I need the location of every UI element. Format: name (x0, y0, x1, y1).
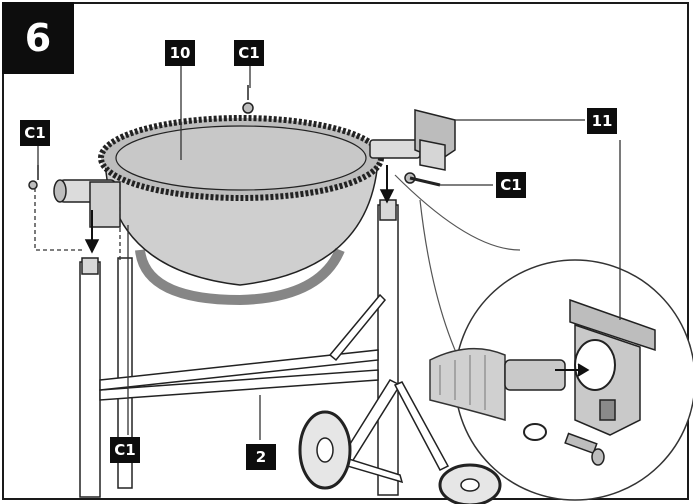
leader-lines (34, 65, 621, 440)
axle-detail (504, 359, 590, 391)
grill-bowl (98, 115, 384, 306)
washer-detail (523, 423, 547, 441)
grate (429, 347, 506, 421)
wheel-left (298, 410, 352, 490)
callout-c1-top: C1 (234, 40, 264, 66)
step-number: 6 (24, 16, 52, 60)
pivot-right (369, 109, 456, 171)
callout-c1-right: C1 (496, 172, 526, 198)
arrow-left (84, 210, 100, 254)
callout-part-11: 11 (587, 108, 617, 134)
bolt-small-left (28, 165, 39, 190)
bolt-small-top (242, 85, 254, 114)
bracket-detail (569, 298, 656, 436)
wheel-right (438, 463, 502, 504)
bolt-small-right (404, 172, 441, 187)
pivot-left (53, 179, 121, 228)
callout-part-10: 10 (165, 40, 195, 66)
callout-c1-left: C1 (20, 120, 50, 146)
arrow-right (379, 165, 395, 204)
step-number-badge: 6 (2, 2, 74, 74)
callout-part-2: 2 (246, 444, 276, 470)
detail-magnifier (394, 174, 693, 501)
callout-c1-bottom: C1 (110, 437, 140, 463)
stand-frame (79, 199, 450, 498)
bolt-detail (564, 432, 605, 466)
